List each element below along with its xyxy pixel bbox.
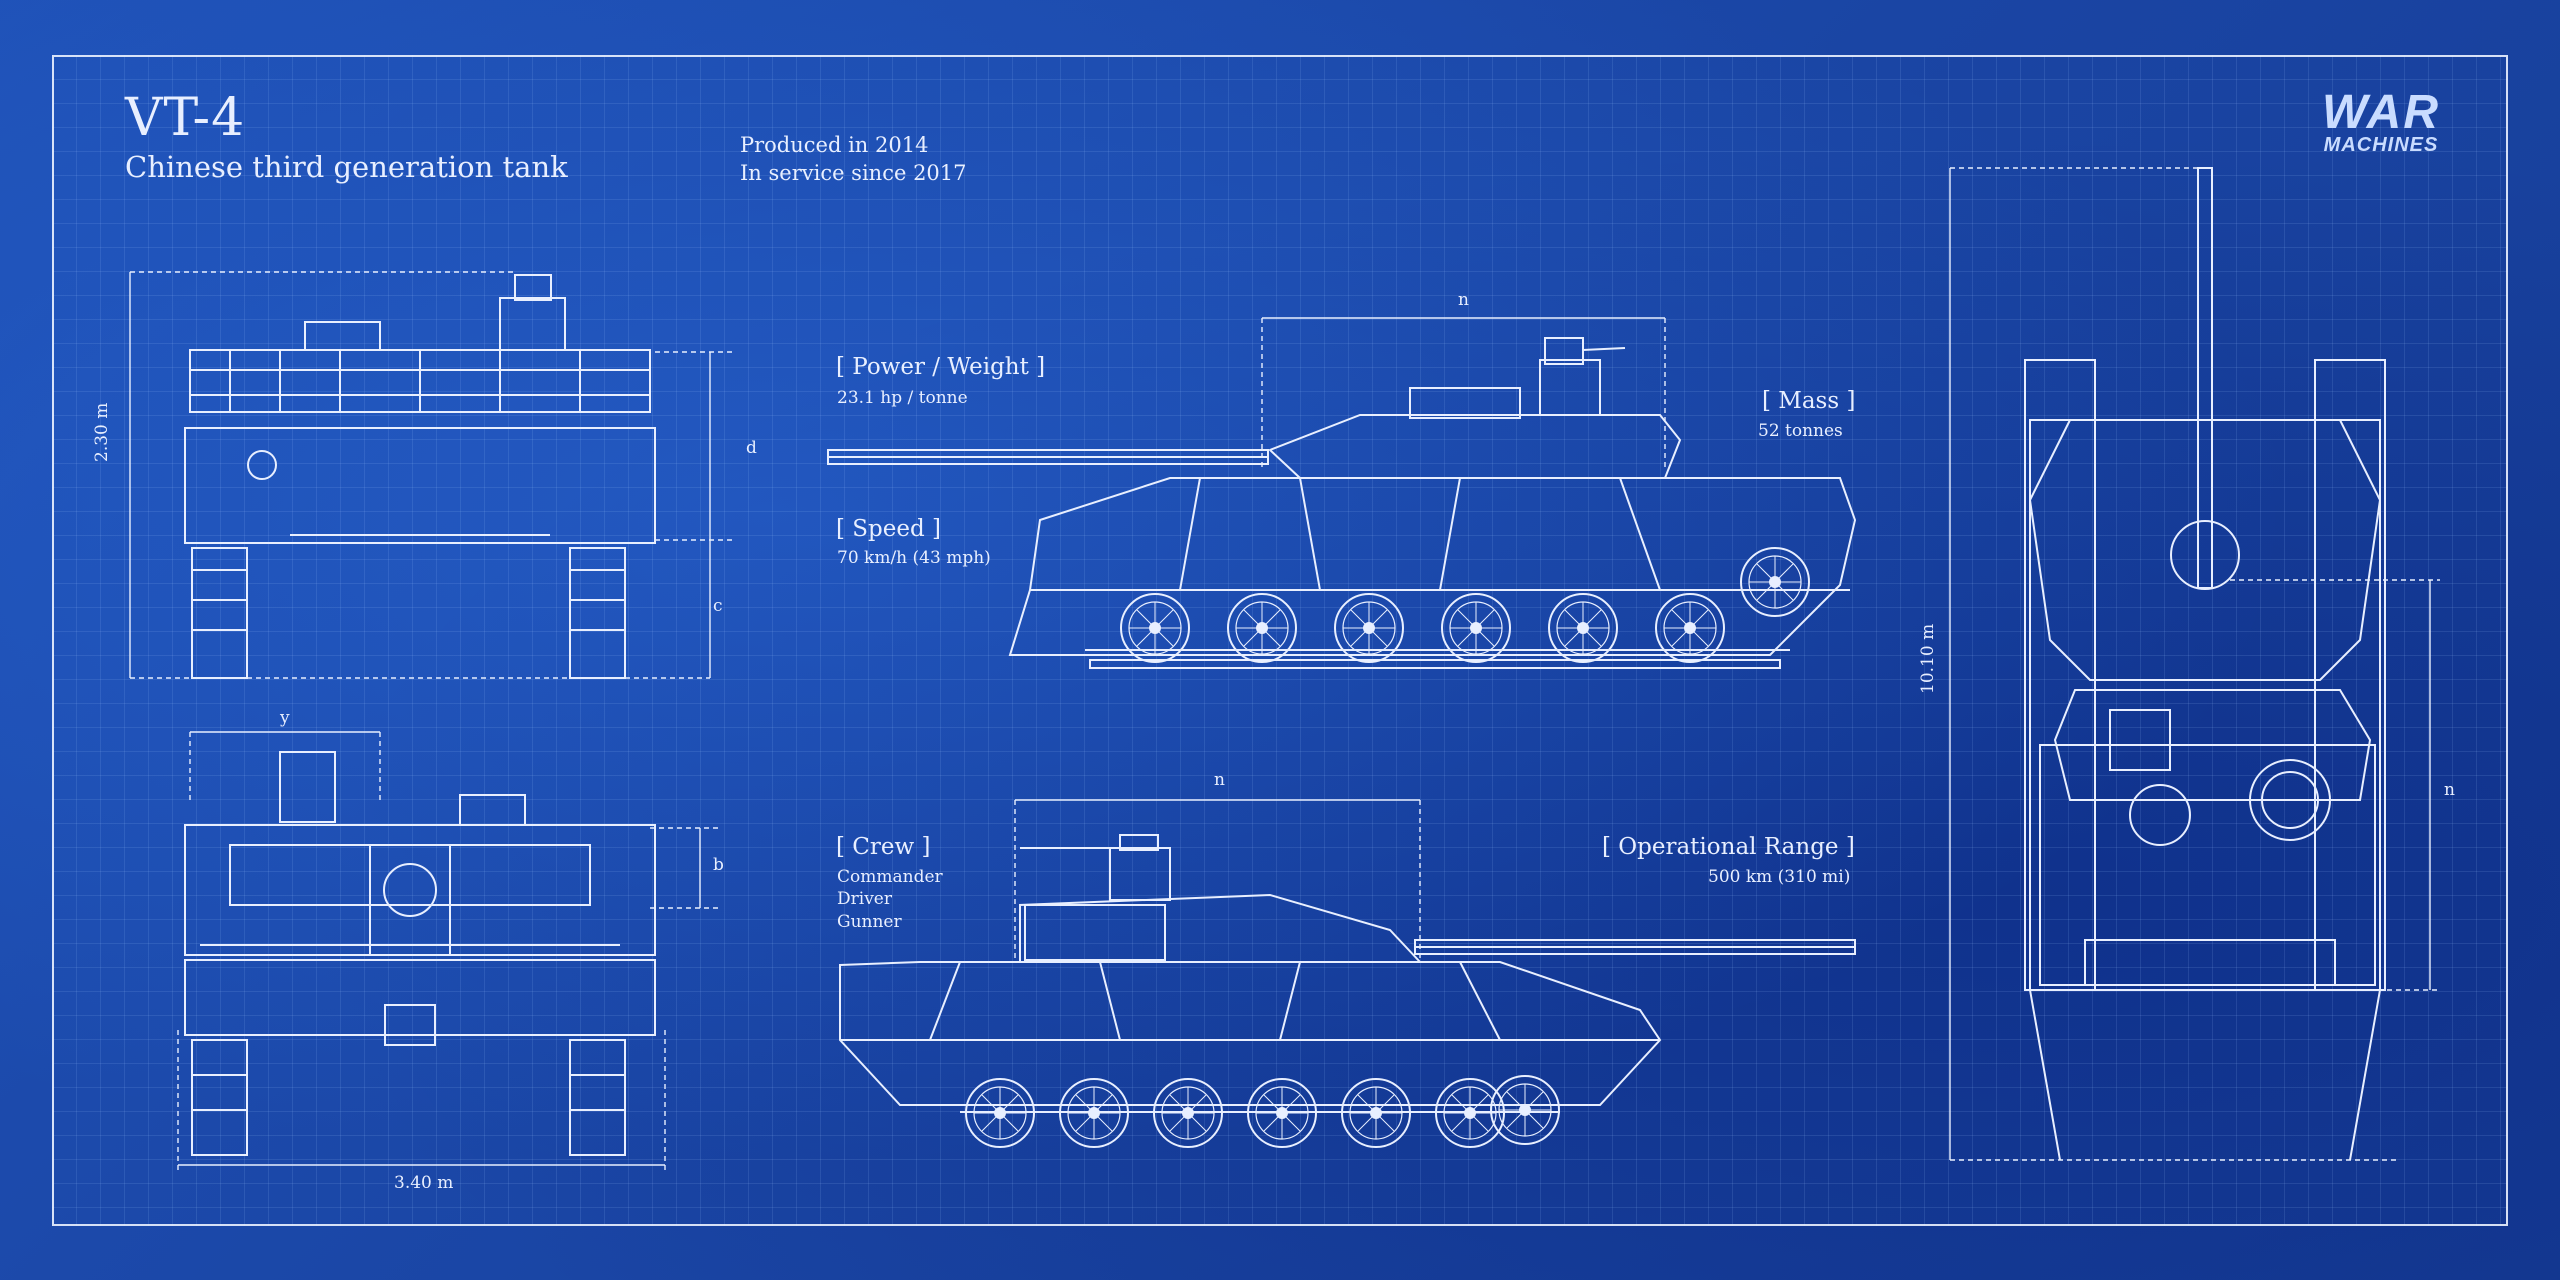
mass-value: 52 tonnes [1758,421,1843,441]
rear-view [185,752,655,1155]
side-view-right [840,835,1855,1112]
side-view-left [828,338,1855,668]
power-weight-label: [ Power / Weight ] [836,354,1046,380]
blueprint-frame [52,55,2508,1226]
page-title: VT-4 [125,88,246,148]
dim-mark-d: d [746,438,757,458]
crew-label: [ Crew ] [836,834,931,860]
mass-label: [ Mass ] [1762,388,1856,414]
war-machines-logo: WAR MACHINES [2322,86,2440,156]
speed-label: [ Speed ] [836,516,941,542]
dim-mark-n-side-top: n [1458,290,1469,310]
produced-year: Produced in 2014 [740,133,929,157]
range-value: 500 km (310 mi) [1708,867,1851,887]
crew-member-gunner: Gunner [837,912,902,932]
dim-mark-c: c [713,596,723,616]
rear-view-dimension-lines [178,732,720,1170]
dim-mark-n-side-bottom: n [1214,770,1225,790]
dim-mark-y: y [280,708,290,728]
width-dimension: 3.40 m [394,1173,454,1193]
range-label: [ Operational Range ] [1602,834,1855,860]
top-view [2025,168,2385,1160]
side-view-bottom-dimension-lines [1015,800,1420,960]
power-weight-value: 23.1 hp / tonne [837,388,968,408]
crew-member-driver: Driver [837,889,892,909]
logo-line2: MACHINES [2323,134,2439,156]
front-view-dimension-lines [130,272,735,678]
side-view-left-wheels [1120,547,1810,663]
page-subtitle: Chinese third generation tank [125,150,568,184]
in-service-year: In service since 2017 [740,161,967,185]
front-view [185,275,655,678]
logo-line1: WAR [2322,86,2440,139]
dim-mark-n-top: n [2444,780,2455,800]
speed-value: 70 km/h (43 mph) [837,548,991,568]
crew-member-commander: Commander [837,867,943,887]
dim-mark-b: b [713,855,724,875]
top-view-dimension-lines [1950,168,2440,1160]
side-view-top-dimension-lines [1262,318,1665,470]
blueprint-grid [52,55,2508,1226]
